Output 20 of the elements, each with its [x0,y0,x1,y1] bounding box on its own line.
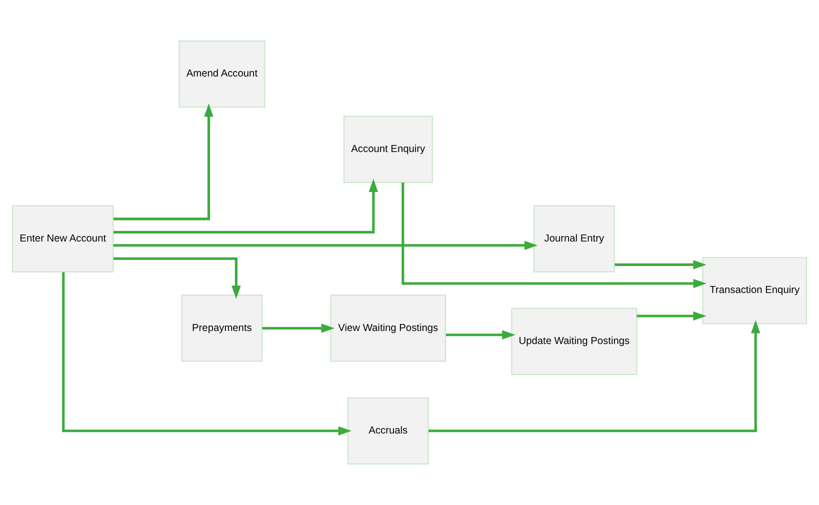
arrow [428,320,760,432]
node-box: Journal Entry [534,205,615,272]
arrow [113,178,378,234]
arrow [446,330,516,340]
node-box: Update Waiting Postings [511,308,638,375]
node-box: Account Enquiry [343,116,433,183]
arrow [402,182,707,288]
arrow [62,272,352,436]
node-box: Enter New Account [12,205,114,272]
arrow [614,260,706,270]
arrow [113,240,538,250]
node-box: Amend Account [178,40,266,108]
arrow [636,311,706,321]
arrow [113,257,241,299]
node-box: Accruals [348,397,429,464]
node-box: View Waiting Postings [330,294,446,362]
arrow [262,324,335,333]
node-box: Transaction Enquiry [702,257,807,324]
arrow [113,103,214,220]
node-box: Prepayments [181,294,263,362]
